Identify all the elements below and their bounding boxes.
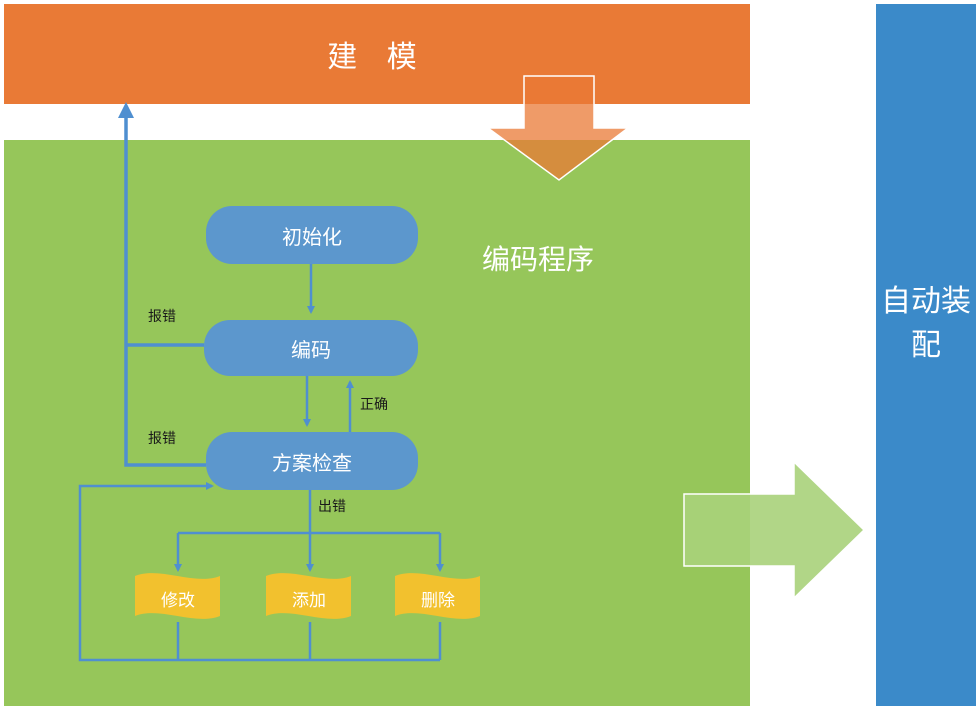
check-node: 方案检查: [206, 432, 418, 490]
modify-wave-shape: [135, 573, 220, 619]
program-to-assembly-arrow: [683, 460, 866, 600]
delete-label: 删除: [421, 591, 455, 611]
report-error-label-1: 报错: [148, 309, 176, 325]
check-label: 方案检查: [272, 450, 352, 475]
init-node: 初始化: [206, 206, 418, 264]
add-wave-shape: [266, 573, 351, 619]
error-feedback-arrowhead: [118, 102, 134, 118]
report-error-label-2: 报错: [148, 431, 176, 447]
modeling-banner: 建 模: [4, 4, 750, 104]
assembly-bar: [876, 4, 976, 706]
error-feedback-line: [124, 116, 206, 467]
add-label: 添加: [292, 591, 326, 611]
modify-label: 修改: [161, 591, 195, 611]
encode-node: 编码: [204, 320, 418, 376]
return-loop-line: [78, 482, 440, 662]
correct-label: 正确: [360, 397, 388, 413]
error-out-label: 出错: [318, 499, 346, 515]
modeling-to-program-arrow: [485, 75, 631, 181]
init-label: 初始化: [282, 224, 342, 249]
encode-label: 编码: [291, 337, 331, 362]
modeling-label: 建 模: [327, 40, 427, 75]
assembly-label: 自动装配: [881, 284, 971, 363]
program-title: 编码程序: [482, 243, 595, 276]
delete-wave-shape: [395, 573, 480, 619]
